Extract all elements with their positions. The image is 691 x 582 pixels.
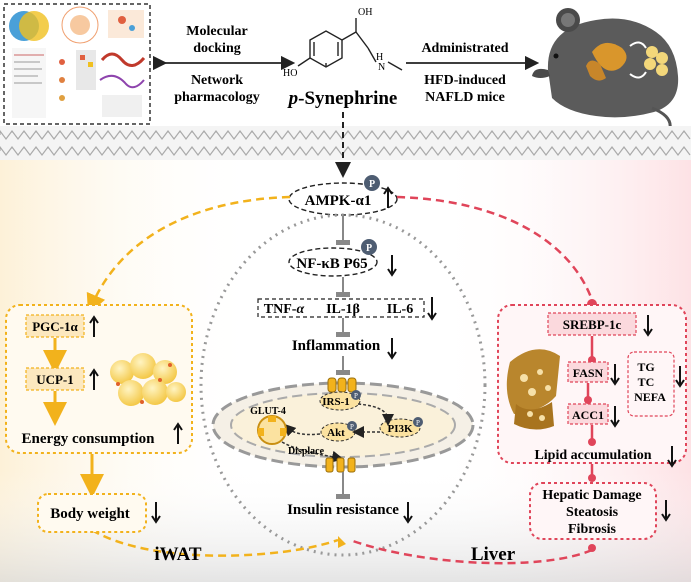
iwat-title: iWAT	[154, 544, 201, 565]
ucp1-label: UCP-1	[36, 372, 74, 387]
label-nafld-mice: NAFLD mice	[425, 90, 505, 105]
ampk-phospho-icon	[364, 175, 380, 191]
label-molecular: Molecular	[186, 24, 247, 39]
cytokine-box	[257, 298, 425, 318]
adipocyte-cluster-icon	[110, 353, 186, 406]
inflammation-label: Inflammation	[292, 338, 381, 354]
irs1-phospho-label: P	[354, 392, 358, 400]
nefa-label: NEFA	[634, 390, 666, 404]
nfkb-phospho-icon	[361, 239, 377, 255]
ucp1-up-arrow	[89, 368, 99, 390]
mol-oh-top: OH	[358, 7, 372, 18]
energy-up-arrow	[173, 422, 183, 444]
label-administrated: Administrated	[421, 41, 508, 56]
label-pharmacology: pharmacology	[174, 90, 260, 105]
srebp-label: SREBP-1c	[563, 317, 622, 332]
convergence-arrow	[338, 536, 346, 548]
liver-title: Liver	[471, 544, 516, 565]
steatosis-label: Steatosis	[566, 505, 619, 520]
body-weight-down-arrow	[151, 502, 161, 524]
fasn-down-arrow	[610, 364, 620, 386]
lipid-accumulation-down-arrow	[667, 446, 677, 468]
cytokine-down-arrow	[427, 297, 437, 321]
ampk-label: AMPK-α1	[305, 193, 372, 209]
iwat-bottom-loop	[91, 528, 339, 557]
label-network: Network	[191, 73, 243, 88]
hepatic-damage-label: Hepatic Damage	[542, 488, 641, 503]
glut4-label: GLUT-4	[250, 406, 286, 417]
irs1-node	[319, 391, 361, 411]
mol-oh-left: HO	[283, 68, 297, 79]
insulin-resistance-label: Insulin resistance	[287, 502, 399, 518]
body-weight-label: Body weight	[50, 506, 130, 522]
irs1-label: IRS-1	[322, 396, 350, 408]
liver-damage-down-arrow	[661, 500, 671, 522]
acc1-label: ACC1	[572, 408, 604, 422]
mol-n: N	[378, 62, 385, 73]
il1b-label: IL-1β	[326, 302, 360, 317]
fibrosis-label: Fibrosis	[568, 522, 617, 537]
nfkb-down-arrow	[387, 255, 397, 277]
mouse-illustration	[532, 8, 679, 137]
ampk-phospho-label: P	[369, 179, 375, 190]
mol-h: H	[376, 52, 383, 63]
liver-tissue-icon	[506, 349, 560, 430]
pgc1a-up-arrow	[89, 315, 99, 337]
tc-label: TC	[638, 375, 655, 389]
cell-boundary	[199, 213, 487, 557]
body-weight-box	[37, 493, 147, 533]
pgc1a-box	[25, 314, 85, 338]
pi3k-phospho-label: P	[416, 419, 420, 427]
lipid-markers-down-arrow	[675, 366, 685, 388]
liver-damage-box	[529, 482, 657, 540]
akt-phospho-label: P	[350, 423, 354, 431]
srebp-down-arrow	[643, 315, 653, 337]
energy-consumption-label: Energy consumption	[22, 431, 156, 447]
tg-label: TG	[637, 360, 654, 374]
tnf-label: TNF-α	[264, 302, 305, 317]
il6-label: IL-6	[387, 302, 413, 317]
network-pharmacology-thumbnail	[3, 3, 151, 125]
fasn-label: FASN	[573, 366, 604, 380]
pi3k-label: PI3K	[387, 423, 413, 435]
ampk-to-iwat-arrow	[86, 195, 291, 315]
srebp-box	[547, 312, 637, 336]
acc1-down-arrow	[610, 406, 620, 428]
lipid-markers-box	[627, 351, 675, 417]
insulin-receptor-icon	[327, 377, 357, 393]
acc1-box	[567, 403, 609, 425]
glut4-membrane-icon	[325, 457, 356, 473]
displace-label: Displace	[288, 446, 325, 457]
ampk-up-arrow	[383, 186, 393, 208]
lipid-accumulation-label: Lipid accumulation	[534, 448, 651, 463]
nfkb-label: NF-κB P65	[296, 256, 367, 272]
inflammation-down-arrow	[387, 338, 397, 360]
ucp1-box	[25, 367, 85, 391]
label-docking: docking	[193, 41, 240, 56]
fasn-box	[567, 361, 609, 383]
membrane-band	[0, 126, 691, 160]
pgc1a-label: PGC-1α	[32, 319, 78, 334]
ampk-to-liver-arrow	[396, 195, 594, 301]
nfkb-node	[288, 247, 378, 277]
displace-arrow	[281, 441, 344, 463]
label-hfd-induced: HFD-induced	[424, 73, 506, 88]
insulin-resistance-down-arrow	[403, 502, 413, 524]
akt-label: Akt	[327, 427, 345, 439]
compound-name: p-Synephrine	[287, 88, 398, 109]
nfkb-phospho-label: P	[366, 243, 372, 254]
synephrine-structure	[297, 18, 403, 71]
